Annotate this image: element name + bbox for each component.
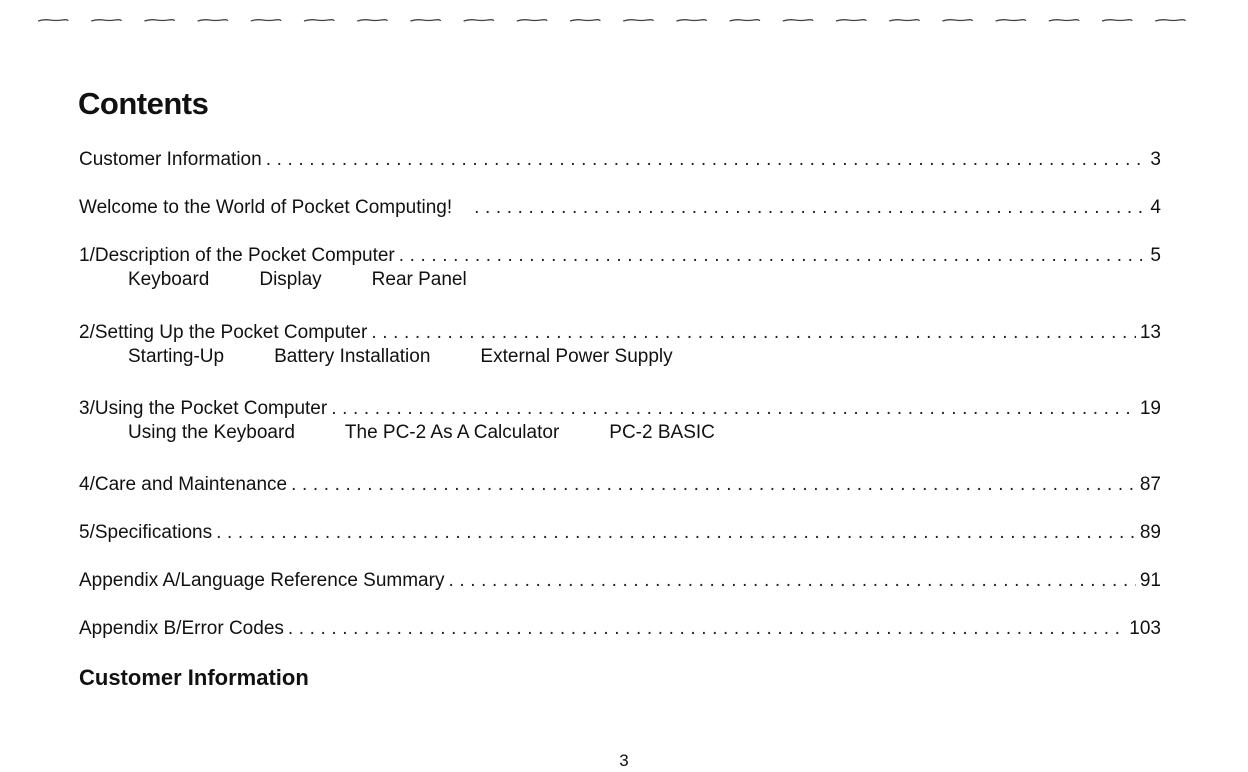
perforation-mark: [144, 19, 176, 22]
toc-subitems: Keyboard Display Rear Panel: [128, 269, 517, 295]
toc-page-number: 4: [1150, 197, 1161, 218]
toc-subitem[interactable]: Using the Keyboard: [128, 422, 295, 443]
toc-leader-dots: ........................................…: [265, 149, 1147, 170]
toc-leader-dots: ........................................…: [287, 618, 1126, 639]
toc-entry-label: 3/Using the Pocket Computer: [79, 398, 328, 419]
toc-entry[interactable]: 1/Description of the Pocket Computer ...…: [79, 241, 1161, 267]
perforation-mark: [569, 19, 601, 22]
perforation-mark: [250, 19, 282, 22]
perforation-mark: [622, 19, 654, 22]
toc-entry-label: Appendix B/Error Codes: [79, 618, 284, 639]
toc-leader-dots: ........................................…: [448, 570, 1135, 591]
section-heading: Customer Information: [79, 665, 309, 690]
toc-page-number: 91: [1139, 570, 1161, 591]
perforation-mark: [356, 19, 388, 22]
toc-entry-label: 4/Care and Maintenance: [79, 474, 288, 495]
perforation-mark: [197, 19, 229, 22]
toc-subitem[interactable]: External Power Supply: [480, 346, 673, 367]
toc-entry[interactable]: Appendix B/Error Codes .................…: [79, 614, 1161, 640]
toc-page-number: 5: [1150, 245, 1161, 266]
toc-subitem[interactable]: Battery Installation: [274, 346, 431, 367]
page-number: 3: [619, 751, 629, 770]
perforation-mark: [463, 19, 495, 22]
toc-page-number: 19: [1139, 398, 1161, 419]
toc-entry[interactable]: Welcome to the World of Pocket Computing…: [79, 193, 1161, 219]
perforation-mark: [676, 19, 708, 22]
toc-leader-dots: ........................................…: [371, 322, 1136, 343]
perforation-mark: [1048, 19, 1080, 22]
perforation-mark: [1154, 19, 1186, 22]
perforation-mark: [303, 19, 335, 22]
toc-subitem[interactable]: Display: [259, 269, 322, 290]
toc-entry[interactable]: Appendix A/Language Reference Summary ..…: [79, 566, 1161, 592]
toc-subitems: Using the Keyboard The PC-2 As A Calcula…: [128, 422, 765, 448]
toc-subitems: Starting-Up Battery Installation Externa…: [128, 346, 723, 372]
page-title: Contents: [78, 86, 209, 121]
toc-page-number: 13: [1139, 322, 1161, 343]
toc-subitem[interactable]: Starting-Up: [128, 346, 225, 367]
toc-subitem[interactable]: Keyboard: [128, 269, 210, 290]
perforation-mark: [38, 19, 69, 22]
toc-entry[interactable]: 4/Care and Maintenance .................…: [79, 470, 1161, 496]
toc-entry-label: 5/Specifications: [79, 522, 213, 543]
perforation-mark: [835, 19, 867, 22]
toc-entry-label: Welcome to the World of Pocket Computing…: [79, 197, 453, 218]
toc-page-number: 89: [1139, 522, 1161, 543]
toc-leader-dots: ........................................…: [474, 197, 1147, 218]
toc-entry-label: Appendix A/Language Reference Summary: [79, 570, 445, 591]
perforation-mark: [90, 19, 122, 22]
perforation-mark: [729, 19, 761, 22]
toc-leader-dots: ........................................…: [331, 398, 1136, 419]
toc-entry[interactable]: 2/Setting Up the Pocket Computer .......…: [79, 318, 1161, 344]
toc-entry[interactable]: Customer Information ...................…: [79, 145, 1161, 171]
toc-entry-label: 2/Setting Up the Pocket Computer: [79, 322, 368, 343]
toc-entry[interactable]: 5/Specifications .......................…: [79, 518, 1161, 544]
perforation-mark: [410, 19, 442, 22]
toc-leader-dots: ........................................…: [216, 522, 1136, 543]
toc-subitem[interactable]: The PC-2 As A Calculator: [344, 422, 560, 443]
toc-page-number: 103: [1129, 618, 1161, 639]
toc-page-number: 3: [1150, 149, 1161, 170]
toc-entry-label: Customer Information: [79, 149, 262, 170]
perforation-mark: [782, 19, 814, 22]
perforation-mark: [1101, 19, 1133, 22]
perforated-edge: [38, 19, 1186, 22]
perforation-mark: [888, 19, 920, 22]
toc-subitem[interactable]: Rear Panel: [371, 269, 467, 290]
toc-entry[interactable]: 3/Using the Pocket Computer ............…: [79, 394, 1161, 420]
toc-leader-dots: ........................................…: [291, 474, 1136, 495]
toc-leader-dots: ........................................…: [398, 245, 1147, 266]
perforation-mark: [942, 19, 974, 22]
toc-subitem[interactable]: PC-2 BASIC: [609, 422, 715, 443]
toc-page-number: 87: [1139, 474, 1161, 495]
perforation-mark: [995, 19, 1027, 22]
perforation-mark: [516, 19, 548, 22]
toc-entry-label: 1/Description of the Pocket Computer: [79, 245, 395, 266]
